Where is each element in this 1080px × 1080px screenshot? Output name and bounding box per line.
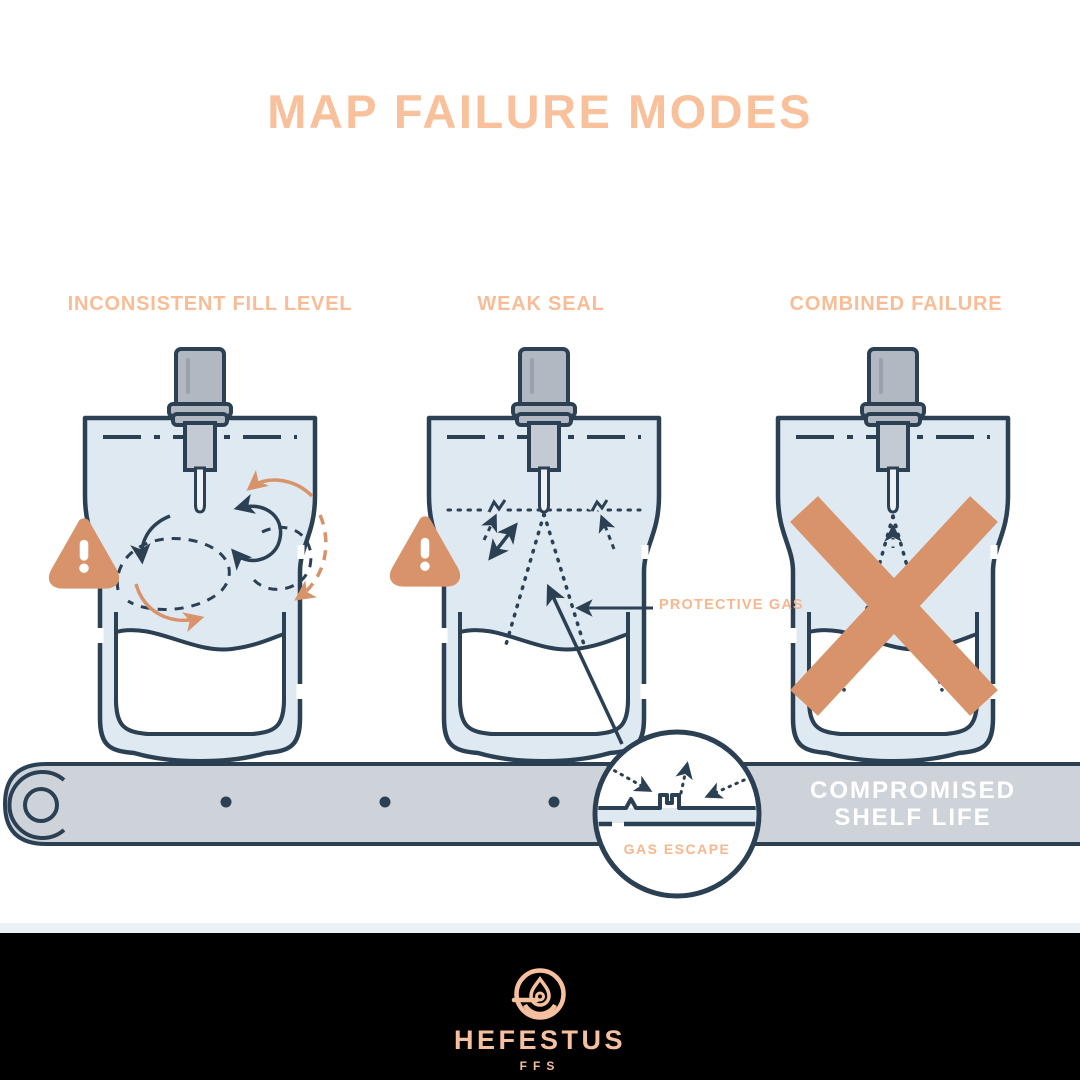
pouch-weak-seal [429,349,659,761]
belt-caption-line2: SHELF LIFE [834,804,992,831]
weak-seal-detail [446,493,642,650]
x-mark-icon [790,496,998,716]
magnifier-circle [592,729,762,899]
belt-caption: COMPROMISED SHELF LIFE [810,777,1016,831]
lens-to-pouch-arrow [546,583,624,745]
footer: HEFESTUS FFS [0,933,1080,1080]
panel-label-inconsistent-fill-level: INCONSISTENT FILL LEVEL [67,293,353,315]
gas-escape-label: GAS ESCAPE [623,841,731,857]
belt-caption-line1: COMPROMISED [809,777,1017,804]
roller-icon [7,770,66,840]
divider-strip [0,923,1080,933]
page-title: MAP FAILURE MODES [267,85,813,138]
belt-dot [379,796,391,808]
conveyor-belt [3,762,1080,846]
brand-logo-icon [511,968,566,1020]
belt-dot [548,796,560,808]
belt-dot [220,796,232,808]
gas-spray-dotted [503,512,587,650]
panel-label-combined-failure: COMBINED FAILURE [789,293,1003,315]
pouch-inconsistent-fill [85,349,315,761]
protective-gas-label: PROTECTIVE GAS [659,597,804,613]
escaping-gas-arrows [606,761,753,799]
seal-crack-left [487,499,507,513]
turbulence-arrows [115,470,328,632]
panel-label-weak-seal: WEAK SEAL [477,293,605,315]
seal-crack-right [590,499,609,512]
brand-tagline: FFS [519,1059,561,1073]
leak-channel [598,793,756,810]
brand-name: HEFESTUS [453,1025,627,1055]
